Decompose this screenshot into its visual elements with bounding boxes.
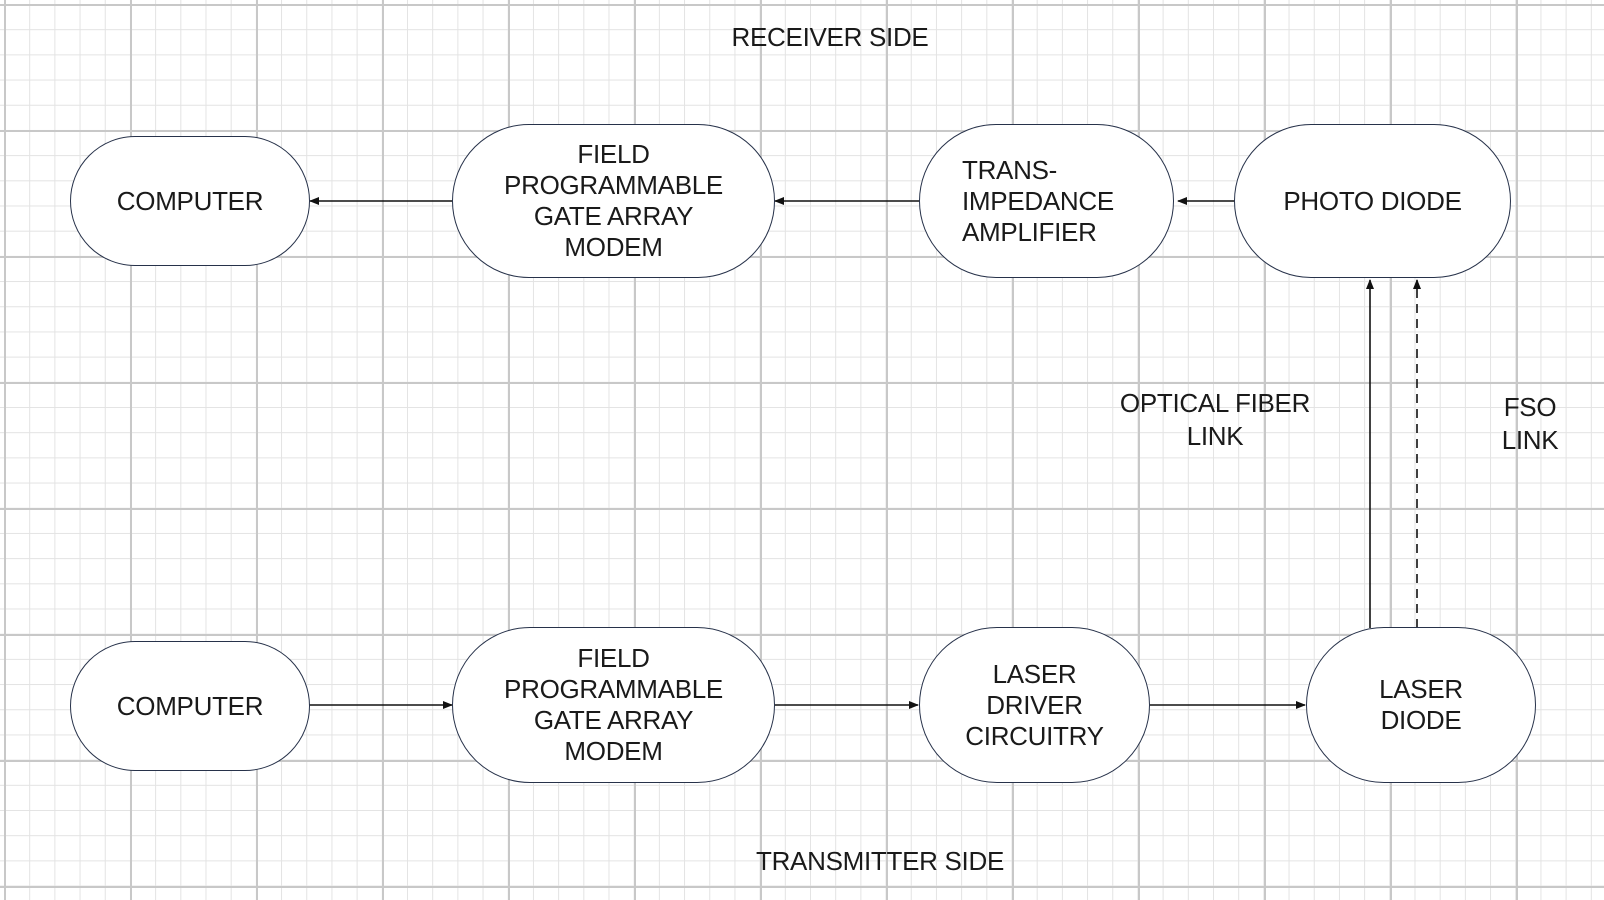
transmitter-computer-node: COMPUTER: [70, 641, 310, 771]
optical-fiber-link-label: OPTICAL FIBER LINK: [1119, 388, 1311, 451]
laser-driver-circuitry-node: LASER DRIVER CIRCUITRY: [919, 627, 1150, 783]
transimpedance-amplifier-node: TRANS- IMPEDANCE AMPLIFIER: [919, 124, 1174, 278]
fso-link-label: FSO LINK: [1501, 392, 1559, 455]
transmitter-fpga-modem-node: FIELD PROGRAMMABLE GATE ARRAY MODEM: [452, 627, 775, 783]
laser-diode-node: LASER DIODE: [1306, 627, 1536, 783]
receiver-computer-node: COMPUTER: [70, 136, 310, 266]
photo-diode-node: PHOTO DIODE: [1234, 124, 1511, 278]
transmitter-side-title: TRANSMITTER SIDE: [756, 846, 1004, 876]
receiver-fpga-modem-node: FIELD PROGRAMMABLE GATE ARRAY MODEM: [452, 124, 775, 278]
receiver-side-title: RECEIVER SIDE: [731, 22, 929, 52]
